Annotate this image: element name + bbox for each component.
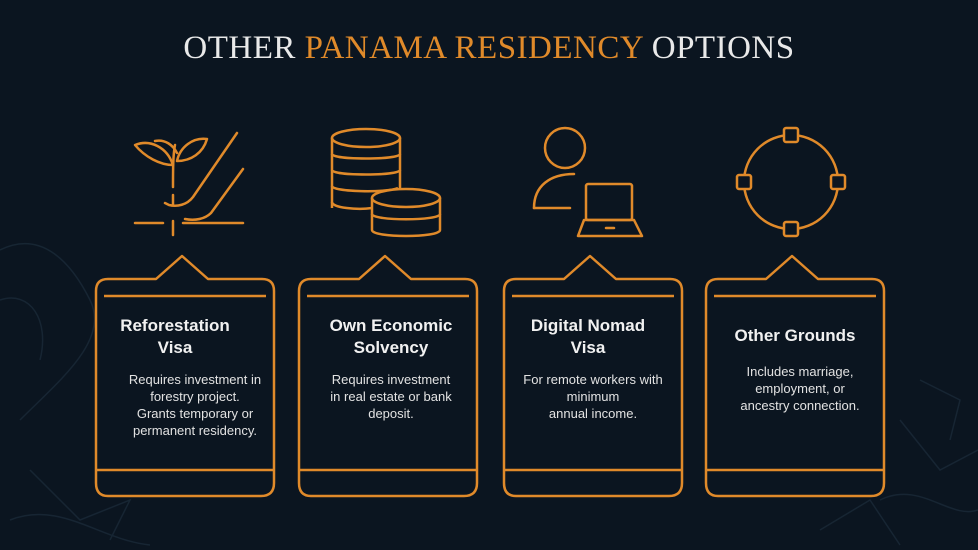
card-desc-line: Requires investment in <box>128 372 262 387</box>
card-digital-nomad: Digital Nomad Visa For remote workers wi… <box>512 315 674 422</box>
card-description: Includes marriage, employment, or ancest… <box>726 363 874 414</box>
card-desc-line: employment, or <box>755 381 845 396</box>
page-title: OTHER PANAMA RESIDENCY OPTIONS <box>0 30 978 67</box>
card-reforestation: Reforestation Visa Requires investment i… <box>100 315 261 439</box>
card-description: Requires investment in real estate or ba… <box>312 371 470 422</box>
card-desc-line: Includes marriage, <box>746 364 854 379</box>
card-description: Requires investment in forestry project.… <box>120 371 270 439</box>
card-title-line: Reforestation <box>120 316 230 335</box>
card-desc-line: permanent residency. <box>132 423 258 438</box>
card-desc-line: annual income. <box>548 406 638 421</box>
circle-nodes-icon <box>735 126 847 238</box>
card-title-line: Visa <box>570 338 606 357</box>
card-desc-line: minimum <box>566 389 620 404</box>
card-desc-line: For remote workers with <box>523 372 663 387</box>
title-prefix: OTHER <box>183 30 305 66</box>
card-title-line: Solvency <box>353 338 429 357</box>
card-desc-line: deposit. <box>368 406 414 421</box>
card-desc-line: in real estate or bank <box>330 389 452 404</box>
card-title: Other Grounds <box>716 325 874 347</box>
person-laptop-icon <box>532 126 644 238</box>
card-frame-other-grounds <box>704 254 886 498</box>
card-frame-reforestation <box>94 254 276 498</box>
card-frame-digital-nomad <box>502 254 684 498</box>
card-other-grounds: Other Grounds Includes marriage, employm… <box>716 325 874 414</box>
card-economic-solvency: Own Economic Solvency Requires investmen… <box>312 315 470 422</box>
card-title-line: Own Economic <box>329 316 453 335</box>
title-suffix: OPTIONS <box>643 30 795 66</box>
card-title: Digital Nomad Visa <box>502 315 674 359</box>
card-description: For remote workers with minimum annual i… <box>512 371 674 422</box>
card-title: Own Economic Solvency <box>312 315 470 359</box>
card-desc-line: Requires investment <box>331 372 451 387</box>
card-title: Reforestation Visa <box>100 315 250 359</box>
card-desc-line: forestry project. <box>150 389 240 404</box>
title-highlight: PANAMA RESIDENCY <box>304 30 643 66</box>
card-title-line: Digital Nomad <box>530 316 646 335</box>
card-title-line: Other Grounds <box>734 326 856 345</box>
coin-stacks-icon <box>330 127 442 238</box>
card-title-line: Visa <box>157 338 193 357</box>
card-frame-economic-solvency <box>297 254 479 498</box>
card-desc-line: Grants temporary or <box>136 406 254 421</box>
card-desc-line: ancestry connection. <box>740 398 860 413</box>
seedling-hand-icon <box>133 131 245 237</box>
